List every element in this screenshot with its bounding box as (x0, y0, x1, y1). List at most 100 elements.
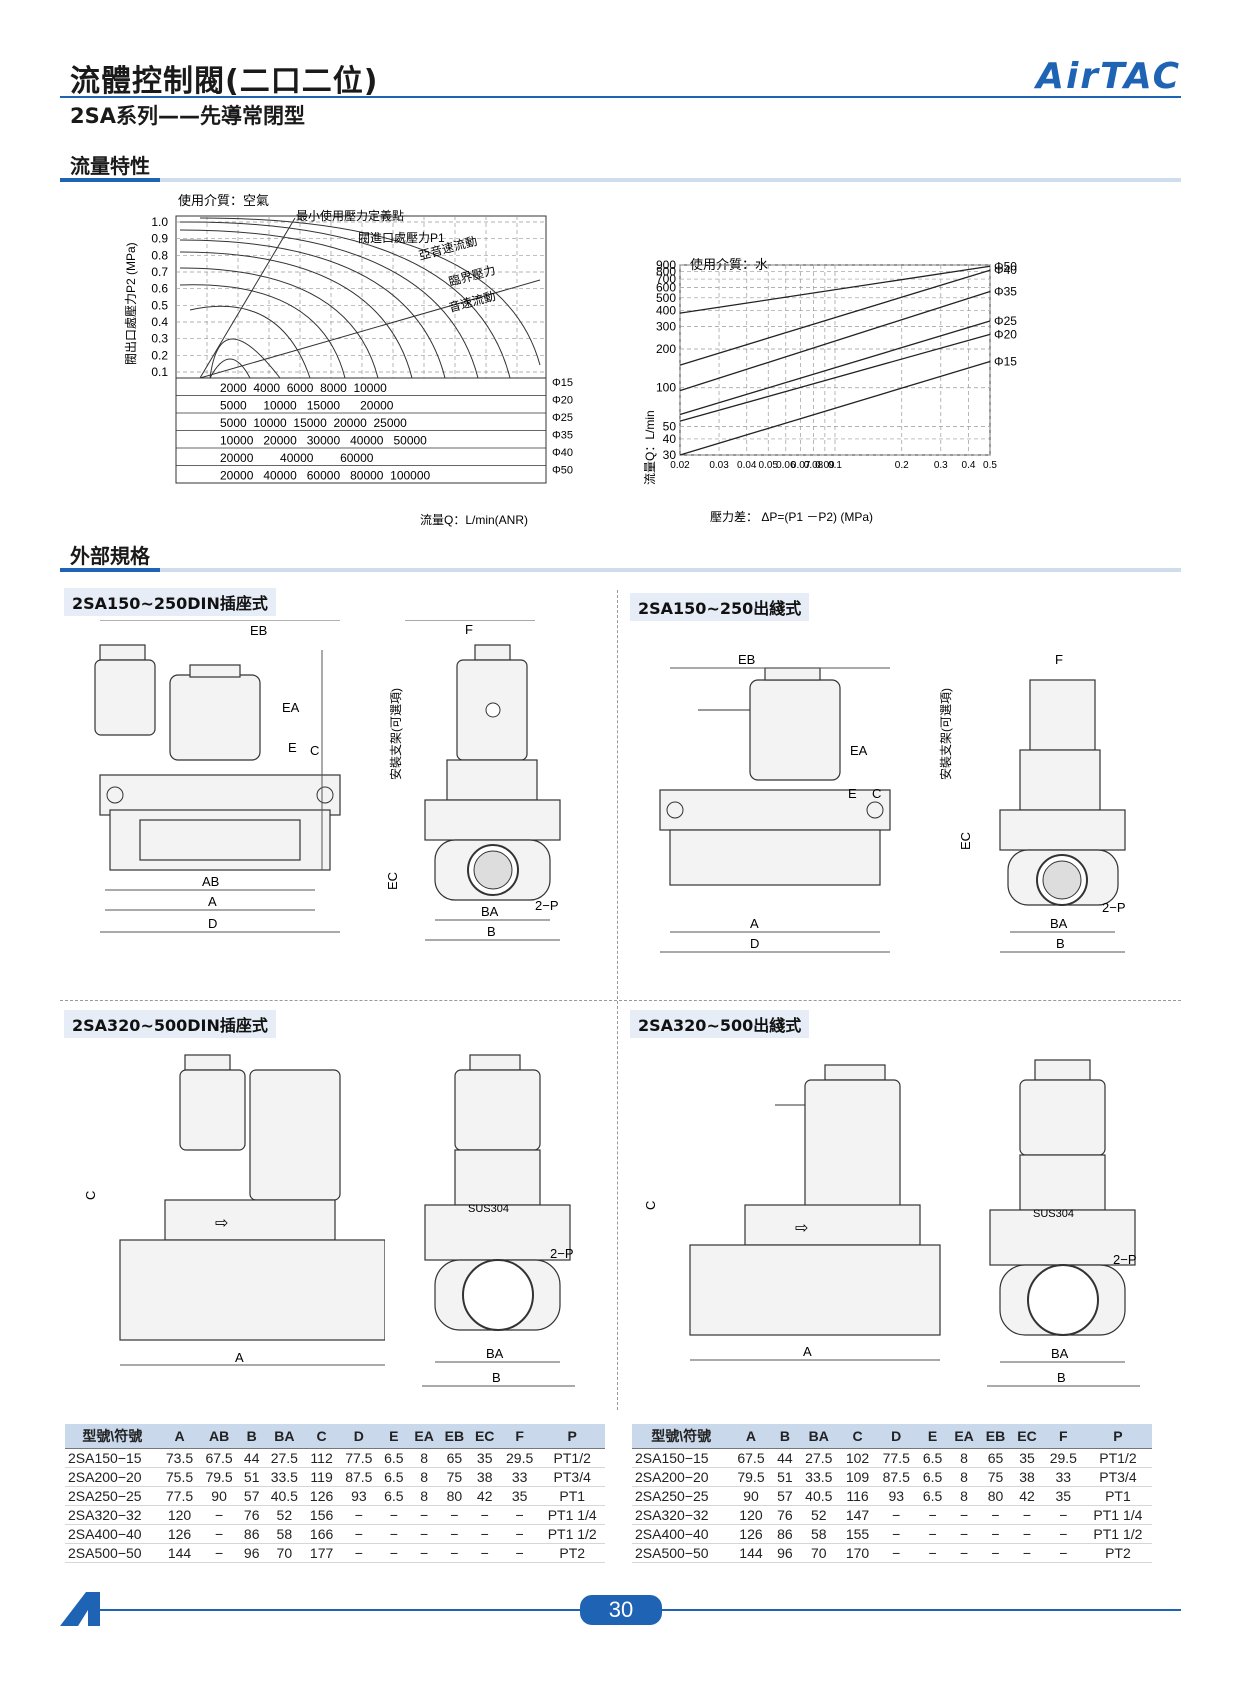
sus-label: SUS304 (468, 1203, 509, 1215)
table-cell: 120 (159, 1505, 200, 1525)
table-header-cell: EC (1011, 1424, 1043, 1449)
table-cell: 126 (304, 1486, 340, 1506)
drawing-1-title: 2SA150~250DIN插座式 (64, 588, 276, 616)
table-cell: 33 (499, 1467, 540, 1487)
table-cell: 80 (439, 1486, 470, 1506)
table-cell: 93 (875, 1486, 917, 1506)
air-row-size: Φ35 (552, 430, 573, 442)
mount-hole (866, 801, 884, 819)
table-cell: 35 (499, 1486, 540, 1506)
air-curve (209, 358, 251, 379)
table-cell: − (875, 1505, 917, 1525)
table-cell: 2SA150−15 (632, 1448, 731, 1468)
table-cell: 57 (238, 1486, 265, 1506)
air-row-values: 2000 4000 6000 8000 10000 (220, 381, 387, 395)
water-xtick-label: 0.2 (895, 460, 909, 471)
section-external-title: 外部規格 (70, 544, 150, 568)
table-cell: 93 (339, 1486, 379, 1506)
din-connector (179, 1069, 246, 1151)
table-cell: 77.5 (159, 1486, 200, 1506)
water-series-line (679, 290, 991, 392)
table-cell: 65 (439, 1448, 470, 1468)
dim-label-a: A (235, 1350, 244, 1365)
table-cell: 40.5 (798, 1486, 840, 1506)
table-header-cell: P (539, 1424, 605, 1449)
table-cell: 8 (948, 1486, 980, 1506)
table-cell: 86 (238, 1524, 265, 1544)
air-row-size: Φ50 (552, 465, 573, 477)
water-xtick-label: 0.02 (670, 460, 690, 471)
table-cell: 2SA400−40 (632, 1524, 731, 1544)
table-cell: 177 (304, 1543, 340, 1563)
air-row-size: Φ20 (552, 395, 573, 407)
mount-hole (316, 786, 334, 804)
water-series-label: Φ35 (994, 285, 1017, 299)
din-connector-cap (184, 1054, 231, 1071)
table-cell: 76 (771, 1505, 799, 1525)
table-header-cell: EB (979, 1424, 1012, 1449)
air-min-pressure-line (199, 217, 296, 379)
table-header-cell: EA (408, 1424, 440, 1449)
drawing-3-front: ⇨ C A (85, 1054, 385, 1366)
side-label-b: B (492, 1370, 501, 1385)
air-row-values: 20000 40000 60000 80000 100000 (220, 469, 431, 483)
side-neck (446, 759, 538, 801)
water-series-label: Φ20 (994, 327, 1017, 341)
table-cell: 79.5 (730, 1467, 772, 1487)
table-cell: 156 (304, 1505, 340, 1525)
air-curve (179, 239, 446, 379)
table-cell: 2SA200−20 (632, 1467, 731, 1487)
water-series-label: Φ40 (994, 263, 1017, 277)
table-cell: 2SA320−32 (65, 1505, 160, 1525)
table-cell: − (916, 1505, 949, 1525)
table-cell: − (339, 1543, 379, 1563)
air-ytick-label: 0.7 (151, 265, 168, 279)
table-cell: 86 (771, 1524, 799, 1544)
air-annot-inlet: 閥進口處壓力P1 (358, 231, 445, 245)
table-cell: 2SA320−32 (632, 1505, 731, 1525)
table-cell: 126 (730, 1524, 772, 1544)
table-cell: 58 (264, 1524, 305, 1544)
table-cell: 70 (264, 1543, 305, 1563)
table-cell: PT1 (1083, 1486, 1152, 1506)
table-cell: 8 (408, 1467, 440, 1487)
air-curve (179, 251, 413, 379)
table-cell: − (378, 1524, 409, 1544)
table-cell: 8 (948, 1448, 980, 1468)
dim-label-c: C (85, 1191, 98, 1200)
air-row-values: 20000 40000 60000 (220, 451, 374, 465)
table-cell: 73.5 (159, 1448, 200, 1468)
dim-label-ea: EA (282, 700, 300, 715)
table-cell: − (378, 1505, 409, 1525)
side-label-p: 2−P (1102, 900, 1126, 915)
table-header-cell: AB (199, 1424, 239, 1449)
water-series-label: Φ50 (994, 259, 1017, 273)
air-yticks: 1.00.90.80.70.60.50.40.30.20.1 (151, 215, 168, 379)
table-cell: − (408, 1524, 440, 1544)
water-ytick-label: 700 (656, 272, 676, 286)
table-cell: 70 (798, 1543, 840, 1563)
table-cell: 52 (798, 1505, 840, 1525)
table-cell: − (1042, 1543, 1084, 1563)
table-cell: 87.5 (339, 1467, 379, 1487)
side-label-ec: EC (385, 872, 400, 890)
bonnet (744, 1204, 921, 1246)
brand-mark-icon (60, 1592, 100, 1626)
water-xtick-label: 0.3 (934, 460, 948, 471)
table-cell: − (199, 1524, 239, 1544)
table-cell: 76 (238, 1505, 265, 1525)
side-coil (1019, 1079, 1106, 1156)
water-ytick-label: 400 (656, 303, 676, 317)
coil-body (749, 679, 841, 781)
table-cell: 87.5 (875, 1467, 917, 1487)
table-cell: − (1042, 1524, 1084, 1544)
table-header-cell: D (339, 1424, 379, 1449)
table-cell: 6.5 (916, 1467, 949, 1487)
table-cell: 2SA200−20 (65, 1467, 160, 1487)
dim-label-d: D (750, 936, 759, 951)
